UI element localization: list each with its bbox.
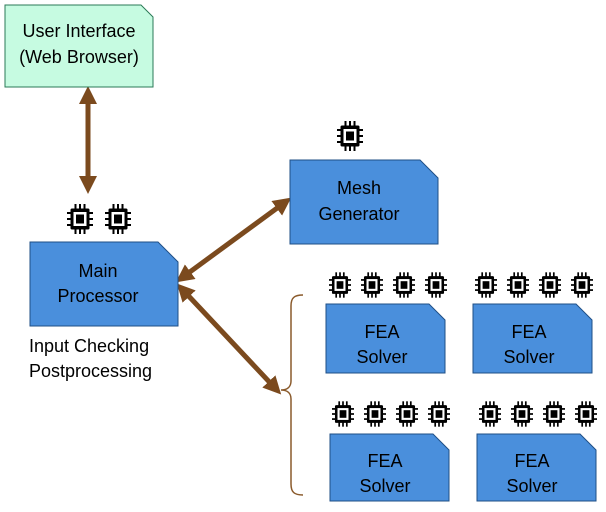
cpu-chip-icon [475, 272, 497, 298]
mesh-generator-node: Mesh Generator [289, 159, 439, 245]
fea-solver-label-line1: FEA [367, 451, 402, 471]
main-processor-note-line1: Input Checking [29, 336, 149, 356]
main-mesh-arrow [175, 197, 292, 283]
cpu-chip-icon [543, 401, 565, 427]
fea-solver-node: FEA Solver [325, 303, 446, 374]
cpu-chip-icon [575, 401, 597, 427]
fea-solver-node: FEA Solver [476, 433, 597, 502]
cpu-chip-icon [425, 272, 447, 298]
cpu-chip-icon [361, 272, 383, 298]
fea-solver-chips [332, 401, 450, 427]
fea-solver-chips [479, 401, 597, 427]
cpu-chip-icon [511, 401, 533, 427]
fea-solver-label-line2: Solver [503, 347, 554, 367]
cpu-chip-icon [393, 272, 415, 298]
cpu-chip-icon [571, 272, 593, 298]
mesh-generator-label-line1: Mesh [337, 178, 381, 198]
solver-group-bracket [280, 294, 304, 496]
cpu-chip-icon [332, 401, 354, 427]
cpu-chip-icon [364, 401, 386, 427]
cpu-chip-icon [396, 401, 418, 427]
main-processor-label-line1: Main [78, 261, 117, 281]
main-processor-note-line2: Postprocessing [29, 361, 152, 381]
fea-solver-node: FEA Solver [472, 303, 593, 374]
cpu-chip-icon [105, 204, 131, 234]
fea-solver-label-line1: FEA [511, 322, 546, 342]
cpu-chip-icon [428, 401, 450, 427]
cpu-chip-icon [329, 272, 351, 298]
cpu-chip-icon [507, 272, 529, 298]
main-processor-label-line2: Processor [57, 286, 138, 306]
fea-solver-label-line2: Solver [506, 476, 557, 496]
cpu-chip-icon [539, 272, 561, 298]
main-solvers-arrow [176, 283, 282, 395]
fea-solver-label-line1: FEA [364, 322, 399, 342]
cpu-chip-icon [337, 121, 363, 151]
main-processor-chips [67, 204, 131, 234]
main-processor-node: Main Processor [29, 241, 179, 327]
user-interface-label-line2: (Web Browser) [19, 47, 139, 67]
cpu-chip-icon [479, 401, 501, 427]
mesh-generator-label-line2: Generator [318, 204, 399, 224]
user-interface-node: User Interface (Web Browser) [4, 4, 154, 88]
fea-solver-node: FEA Solver [329, 433, 450, 502]
fea-solver-chips [475, 272, 593, 298]
fea-solver-label-line2: Solver [359, 476, 410, 496]
fea-solver-label-line1: FEA [514, 451, 549, 471]
fea-solver-chips [329, 272, 447, 298]
cpu-chip-icon [67, 204, 93, 234]
fea-solver-label-line2: Solver [356, 347, 407, 367]
user-interface-label-line1: User Interface [22, 21, 135, 41]
